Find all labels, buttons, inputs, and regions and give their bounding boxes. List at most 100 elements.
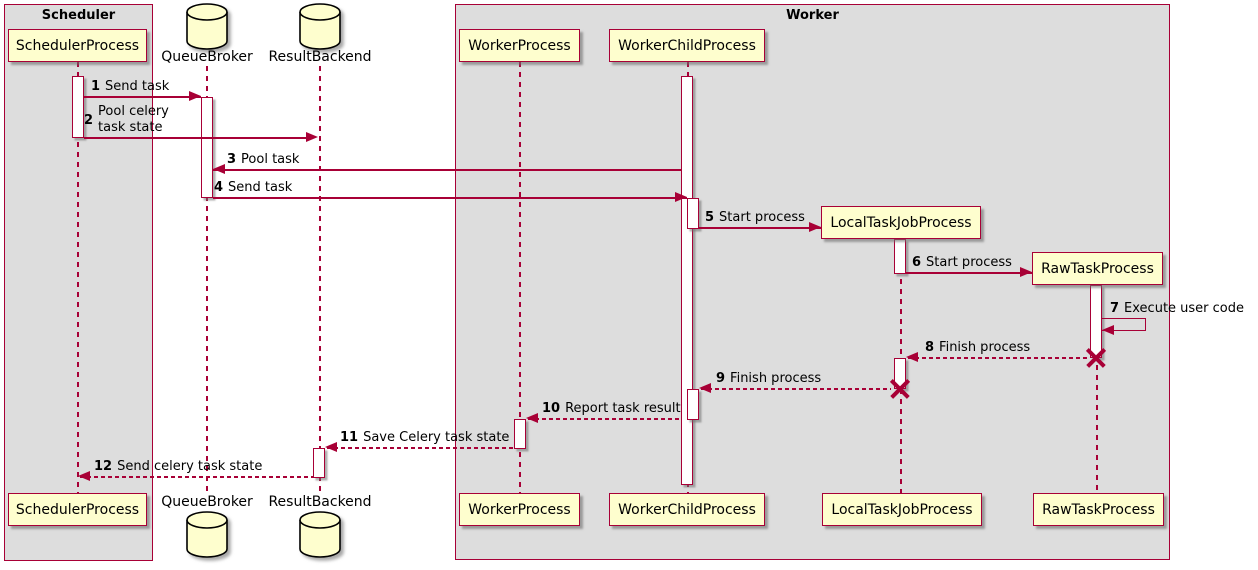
message-8-arrowhead-icon [906,352,918,362]
message-8-number: 8 [925,340,935,355]
destroy-x-localtaskjobprocess-icon [889,378,911,400]
message-3-line [213,169,681,171]
queuebroker-database-icon-bottom [186,511,228,558]
worker-frame-title: Worker [786,8,839,23]
participant-workerprocess-top: WorkerProcess [459,29,580,62]
participant-rawtaskprocess-bottom: RawTaskProcess [1033,493,1164,526]
participant-schedulerprocess-bottom-label: SchedulerProcess [15,501,140,518]
participant-workerprocess-top-label: WorkerProcess [468,37,571,54]
message-12-label: 12 Send celery task state [94,459,262,474]
lifeline-rawtaskprocess [1096,285,1098,493]
message-9-arrowhead-icon [699,383,711,393]
message-9-text: Finish process [730,371,822,386]
participant-localtaskjobprocess-created-label: LocalTaskJobProcess [830,214,972,231]
message-10-arrowhead-icon [526,413,538,423]
lifeline-queuebroker [206,66,208,493]
message-7-number: 7 [1110,301,1120,316]
message-8-line [908,357,1088,359]
message-10-number: 10 [542,401,561,416]
message-7-arrowhead-icon [1102,325,1114,335]
activation-workerprocess [514,419,526,449]
activation-queuebroker [201,97,213,198]
participant-rawtaskprocess-bottom-label: RawTaskProcess [1042,501,1155,518]
message-3-text: Pool task [241,152,300,167]
message-5-arrowhead-icon [809,222,821,232]
message-7-selfloop [1102,318,1146,331]
activation-schedulerprocess [72,76,84,138]
message-12-number: 12 [94,459,113,474]
message-9-number: 9 [716,371,726,386]
participant-rawtaskprocess-created-label: RawTaskProcess [1041,260,1154,277]
message-2-arrowhead-icon [306,132,318,142]
queuebroker-database-icon-top [186,3,228,50]
participant-workerchildprocess-bottom-label: WorkerChildProcess [618,501,756,518]
resultbackend-database-icon-bottom [299,511,341,558]
message-1-label: 1 Send task [91,79,169,94]
message-5-label: 5 Start process [705,210,805,225]
message-1-line [84,96,201,98]
message-1-number: 1 [91,79,101,94]
activation-workerchildprocess-nested-1 [687,198,699,229]
message-1-arrowhead-icon [189,91,201,101]
message-8-label: 8 Finish process [925,340,1030,355]
message-6-text: Start process [926,255,1012,270]
message-4-text: Send task [228,180,293,195]
message-11-arrowhead-icon [325,442,337,452]
message-6-number: 6 [912,255,922,270]
message-2-label: 2 Pool celery task state [84,104,169,136]
participant-schedulerprocess-top: SchedulerProcess [8,29,147,62]
activation-localtaskjobprocess-1 [894,239,906,274]
resultbackend-label-top: ResultBackend [268,49,372,65]
message-2-line [84,137,308,139]
message-4-line [213,197,687,199]
participant-localtaskjobprocess-bottom-label: LocalTaskJobProcess [831,501,973,518]
participant-localtaskjobprocess-created: LocalTaskJobProcess [821,206,981,239]
message-11-number: 11 [340,430,359,445]
lifeline-resultbackend [319,66,321,493]
participant-schedulerprocess-bottom: SchedulerProcess [8,493,147,526]
participant-schedulerprocess-top-label: SchedulerProcess [15,37,140,54]
message-3-arrowhead-icon [213,164,225,174]
lifeline-schedulerprocess [77,62,79,493]
message-12-arrowhead-icon [78,471,90,481]
participant-localtaskjobprocess-bottom: LocalTaskJobProcess [822,493,982,526]
message-6-line [906,272,1032,274]
message-9-label: 9 Finish process [716,371,821,386]
message-8-text: Finish process [939,340,1031,355]
message-11-line [327,447,514,449]
participant-workerchildprocess-top-label: WorkerChildProcess [618,37,756,54]
lifeline-workerprocess [519,62,521,493]
message-5-number: 5 [705,210,715,225]
scheduler-frame-title: Scheduler [41,8,116,23]
queuebroker-label-bottom: QueueBroker [161,494,253,510]
participant-workerchildprocess-top: WorkerChildProcess [609,29,765,62]
participant-workerprocess-bottom-label: WorkerProcess [468,501,571,518]
activation-workerchildprocess-nested-2 [687,389,699,420]
message-3-number: 3 [227,152,237,167]
message-7-label: 7 Execute user code [1110,301,1244,316]
message-1-text: Send task [105,79,170,94]
message-2-text: Pool celery task state [98,104,169,135]
activation-workerchildprocess-main [681,76,693,485]
message-9-line [701,388,891,390]
participant-rawtaskprocess-created: RawTaskProcess [1032,252,1163,285]
message-4-arrowhead-icon [675,192,687,202]
participant-workerprocess-bottom: WorkerProcess [459,493,580,526]
message-7-text: Execute user code [1124,301,1245,316]
queuebroker-label-top: QueueBroker [161,49,253,65]
message-10-line [528,418,681,420]
message-5-text: Start process [719,210,805,225]
message-6-label: 6 Start process [912,255,1012,270]
message-12-line [80,476,313,478]
activation-resultbackend [313,448,325,478]
message-12-text: Send celery task state [117,459,263,474]
message-3-label: 3 Pool task [227,152,299,167]
resultbackend-database-icon-top [299,3,341,50]
message-5-line [699,227,821,229]
destroy-x-rawtaskprocess-icon [1085,347,1107,369]
participant-workerchildprocess-bottom: WorkerChildProcess [609,493,765,526]
message-6-arrowhead-icon [1020,267,1032,277]
message-10-text: Report task result [565,401,681,416]
